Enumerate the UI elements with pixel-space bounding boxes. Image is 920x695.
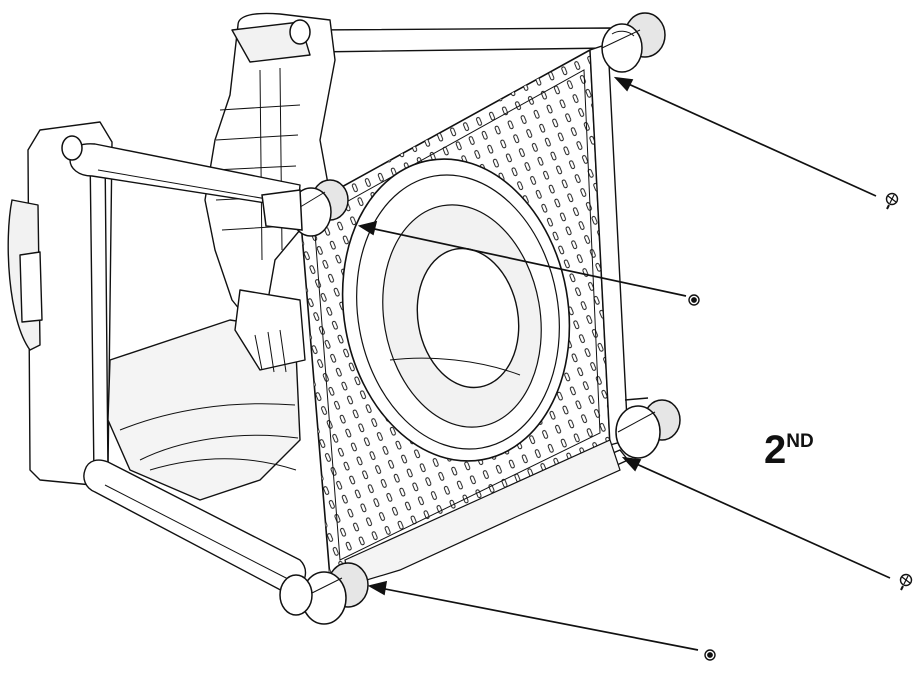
screw-bottom-right (899, 573, 913, 591)
leader-arrows (357, 76, 891, 651)
arrow-bottom (367, 580, 699, 651)
perforated-panel (299, 43, 629, 586)
screws (688, 192, 913, 661)
end-caps (61, 12, 681, 625)
end-cap-top-left (261, 179, 349, 237)
end-cap-top-right (601, 12, 666, 73)
arrow-bottom-right (621, 456, 891, 579)
arrow-top-right (613, 76, 877, 197)
end-cap-bottom-left (279, 562, 369, 625)
back-left-plate (204, 12, 336, 311)
back-top-rail (309, 27, 613, 53)
end-cap-bottom-right (615, 397, 681, 459)
step-ordinal-suffix: ND (786, 431, 814, 452)
screw-bottom (704, 649, 716, 661)
screw-center (688, 294, 700, 306)
screw-top-right (885, 192, 899, 210)
arrow-center (357, 220, 687, 297)
step-number: 2 (764, 428, 786, 472)
step-label: 2ND (764, 430, 814, 470)
